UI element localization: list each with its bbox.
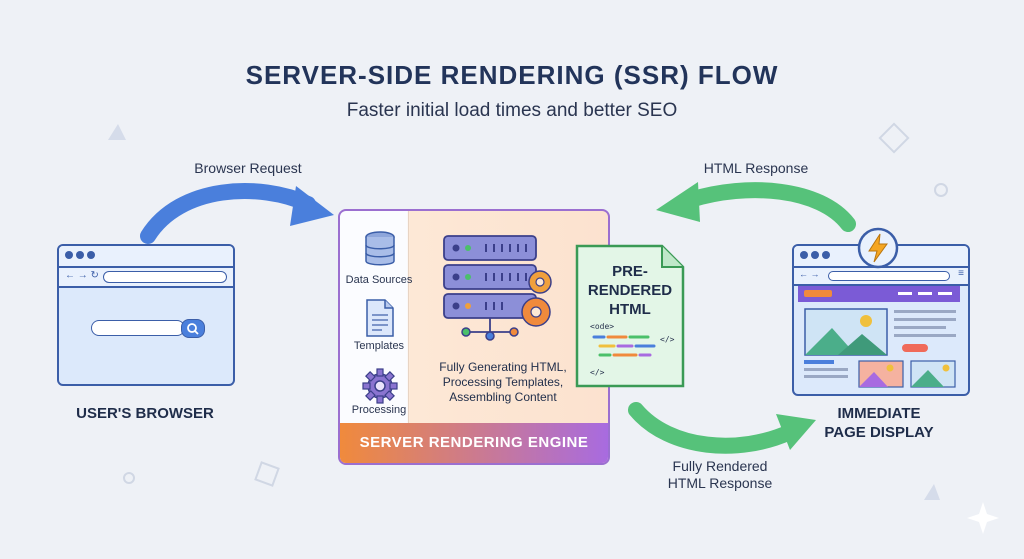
page-display-caption: IMMEDIATE PAGE DISPLAY xyxy=(824,405,934,441)
sparkle-decor xyxy=(967,502,999,534)
pre-rendered-html-title: PRE- RENDERED HTML xyxy=(587,263,673,318)
window-dot xyxy=(822,251,830,259)
search-icon xyxy=(187,323,199,335)
triangle-decor xyxy=(108,124,126,140)
html-response-label: HTML Response xyxy=(703,160,809,176)
window-dot xyxy=(76,251,84,259)
display-toolbar: ← → ≡ xyxy=(794,268,968,286)
address-bar[interactable] xyxy=(828,271,950,281)
page-title: SERVER-SIDE RENDERING (SSR) FLOW xyxy=(245,60,779,90)
triangle-decor xyxy=(924,484,940,500)
browser-titlebar xyxy=(59,246,233,268)
pre-rendered-html-document xyxy=(575,244,685,388)
cta-button[interactable] xyxy=(902,344,928,352)
server-rack-icon xyxy=(443,235,552,341)
hero-image-icon xyxy=(804,308,888,356)
address-bar[interactable] xyxy=(103,271,227,283)
lightning-bolt-icon xyxy=(857,227,899,269)
templates-label: Templates xyxy=(353,340,405,352)
fully-rendered-arrowhead xyxy=(776,414,816,450)
engine-description: Fully Generating HTML, Processing Templa… xyxy=(439,360,567,404)
circle-decor xyxy=(123,472,135,484)
window-dot xyxy=(65,251,73,259)
html-response-arrow xyxy=(682,182,856,232)
page-subtitle: Faster initial load times and better SEO xyxy=(346,100,678,121)
processing-gear-icon xyxy=(362,368,398,404)
nav-arrows-icon: ← → ↻ xyxy=(65,270,99,281)
browser-toolbar: ← → ↻ xyxy=(59,268,233,288)
page-hero-bar xyxy=(798,286,960,302)
users-browser-caption: USER'S BROWSER xyxy=(76,405,214,422)
window-dot xyxy=(811,251,819,259)
circle-decor xyxy=(934,183,948,197)
thumbnail-image-icon xyxy=(910,360,956,388)
data-sources-label: Data Sources xyxy=(345,274,413,286)
page-display-window: ← → ≡ xyxy=(792,244,970,396)
fully-rendered-label: Fully Rendered HTML Response xyxy=(667,458,773,491)
window-dot xyxy=(800,251,808,259)
search-button[interactable] xyxy=(181,319,205,338)
code-close-tag: </> xyxy=(660,335,675,344)
users-browser-window: ← → ↻ xyxy=(57,244,235,386)
window-dot xyxy=(87,251,95,259)
code-lines-icon xyxy=(592,335,656,357)
menu-icon: ≡ xyxy=(958,268,964,279)
browser-request-arrow xyxy=(140,183,316,244)
diamond-decor xyxy=(878,122,910,154)
engine-footer: SERVER RENDERING ENGINE xyxy=(340,423,608,463)
database-icon xyxy=(365,231,395,266)
thumbnail-image-icon xyxy=(858,360,904,388)
square-decor xyxy=(254,461,280,487)
code-open-tag: <ode> xyxy=(590,322,615,331)
fully-rendered-arrow xyxy=(628,402,798,454)
nav-arrows-icon: ← → xyxy=(799,269,820,279)
code-close-tag-bottom: </> xyxy=(590,368,605,377)
browser-request-arrowhead xyxy=(290,186,334,226)
processing-label: Processing xyxy=(351,404,407,416)
template-document-icon xyxy=(366,299,394,337)
search-input[interactable] xyxy=(91,320,185,336)
engine-divider xyxy=(408,211,409,423)
browser-request-label: Browser Request xyxy=(194,160,302,176)
html-response-arrowhead xyxy=(656,182,700,222)
